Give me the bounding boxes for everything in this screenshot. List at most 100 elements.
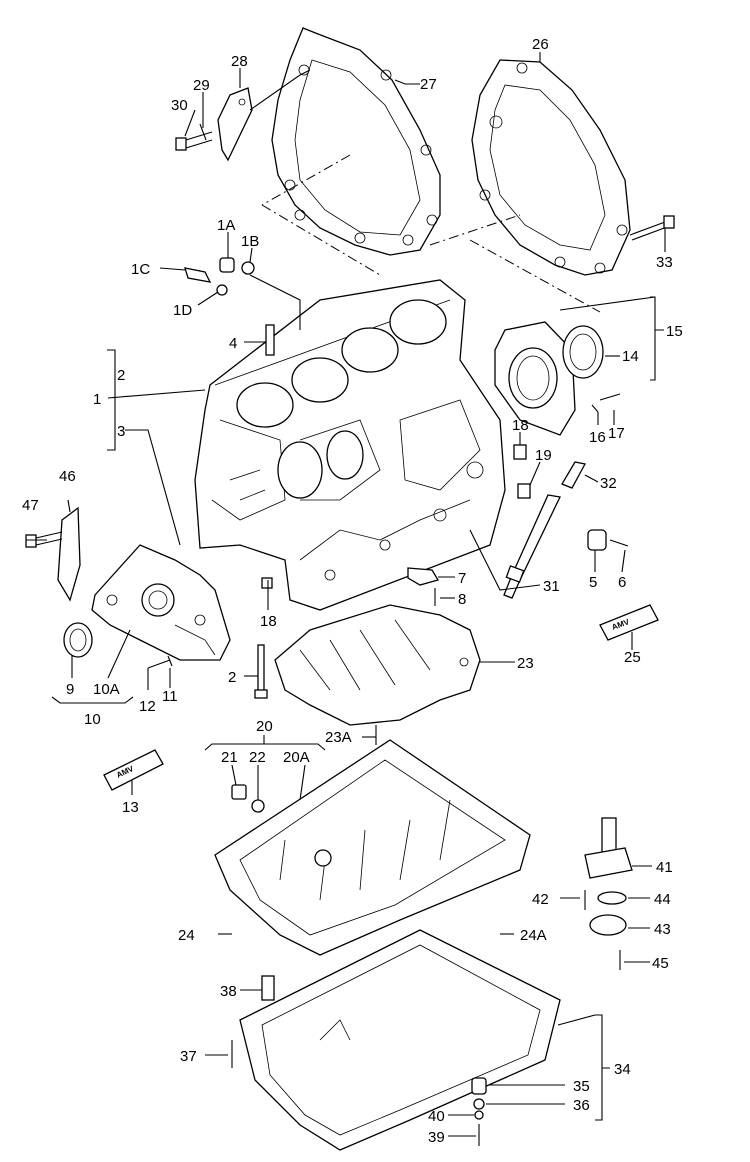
callout-2-bottom: 2 bbox=[228, 669, 236, 686]
flange-43 bbox=[589, 914, 627, 936]
bracket-28 bbox=[217, 87, 253, 162]
callout-20A: 20A bbox=[283, 749, 310, 766]
leader-lines bbox=[26, 52, 666, 1137]
callout-22: 22 bbox=[249, 749, 266, 766]
bolt-30 bbox=[175, 131, 213, 151]
callout-4: 4 bbox=[229, 335, 237, 352]
callout-24A: 24A bbox=[520, 927, 547, 944]
oil-level-sensor-41 bbox=[584, 817, 633, 879]
callout-17: 17 bbox=[608, 425, 625, 442]
bolt-6 bbox=[609, 539, 629, 547]
callout-12: 12 bbox=[139, 698, 156, 715]
callout-10: 10 bbox=[84, 711, 101, 728]
cylinder-block bbox=[194, 279, 506, 611]
drain-plug-35 bbox=[471, 1077, 487, 1095]
callout-1D: 1D bbox=[173, 302, 192, 319]
sleeve-19 bbox=[517, 483, 531, 499]
bolt-33 bbox=[629, 215, 675, 241]
drain-plug-21 bbox=[231, 784, 247, 800]
oil-pressure-sender-5 bbox=[587, 529, 607, 551]
callout-44: 44 bbox=[654, 891, 671, 908]
callout-2-top: 2 bbox=[117, 367, 125, 384]
sensor-38 bbox=[261, 975, 275, 1001]
callout-39: 39 bbox=[428, 1129, 445, 1146]
callout-31: 31 bbox=[543, 578, 560, 595]
lower-oil-pan-34 bbox=[239, 929, 561, 1151]
dipstick-cap-32 bbox=[561, 461, 586, 489]
callout-32: 32 bbox=[600, 475, 617, 492]
callout-26: 26 bbox=[532, 36, 549, 53]
callout-28: 28 bbox=[231, 53, 248, 70]
callout-38: 38 bbox=[220, 983, 237, 1000]
callout-34: 34 bbox=[614, 1061, 631, 1078]
callout-6: 6 bbox=[618, 574, 626, 591]
bolt-12 bbox=[147, 659, 171, 669]
callout-14: 14 bbox=[622, 348, 639, 365]
sleeve-18a bbox=[513, 444, 527, 460]
seal-40 bbox=[474, 1110, 484, 1120]
callout-18-top: 18 bbox=[512, 417, 529, 434]
callout-24: 24 bbox=[178, 927, 195, 944]
seal-9 bbox=[63, 622, 93, 658]
callout-29: 29 bbox=[193, 77, 210, 94]
callout-19: 19 bbox=[535, 447, 552, 464]
dowel-pin-4 bbox=[265, 324, 275, 356]
callout-25: 25 bbox=[624, 649, 641, 666]
callout-33: 33 bbox=[656, 254, 673, 271]
callout-30: 30 bbox=[171, 97, 188, 114]
callout-37: 37 bbox=[180, 1048, 197, 1065]
callout-46: 46 bbox=[59, 468, 76, 485]
callout-7: 7 bbox=[458, 570, 466, 587]
callout-labels: 27 26 28 29 30 33 1A 1B 1C 1D 4 2 1 3 15… bbox=[22, 36, 683, 1146]
callout-10A: 10A bbox=[93, 681, 120, 698]
callout-1C: 1C bbox=[131, 261, 150, 278]
bolt-17 bbox=[599, 393, 621, 401]
callout-8: 8 bbox=[458, 591, 466, 608]
callout-1B: 1B bbox=[241, 233, 259, 250]
callout-9: 9 bbox=[66, 681, 74, 698]
callout-16: 16 bbox=[589, 429, 606, 446]
callout-43: 43 bbox=[654, 921, 671, 938]
dipstick-tube-31 bbox=[503, 494, 561, 599]
callout-23A: 23A bbox=[325, 729, 352, 746]
callout-13: 13 bbox=[122, 799, 139, 816]
callout-3: 3 bbox=[117, 423, 125, 440]
bellhousing-plate-27 bbox=[271, 27, 441, 256]
callout-15: 15 bbox=[666, 323, 683, 340]
sealant-tube-13: AMV bbox=[103, 749, 164, 791]
bolt-2 bbox=[254, 644, 268, 699]
bracket-7 bbox=[407, 567, 439, 586]
callout-35: 35 bbox=[573, 1078, 590, 1095]
callout-42: 42 bbox=[532, 891, 549, 908]
callout-20: 20 bbox=[256, 718, 273, 735]
rear-seal-flange bbox=[494, 321, 576, 436]
callout-1A: 1A bbox=[217, 217, 235, 234]
bolt-47 bbox=[25, 531, 63, 548]
baffle-plate-23 bbox=[274, 604, 481, 726]
seal-22 bbox=[251, 799, 265, 813]
o-ring-44 bbox=[597, 891, 627, 905]
callout-27: 27 bbox=[420, 76, 437, 93]
callout-11: 11 bbox=[162, 688, 178, 705]
callout-36: 36 bbox=[573, 1097, 590, 1114]
callout-40: 40 bbox=[428, 1108, 445, 1125]
callout-21: 21 bbox=[221, 749, 238, 766]
seal-ring-14 bbox=[562, 325, 604, 379]
callout-45: 45 bbox=[652, 955, 669, 972]
callout-41: 41 bbox=[656, 859, 673, 876]
callout-1: 1 bbox=[93, 391, 101, 408]
sealant-tube-25: AMV bbox=[599, 604, 659, 641]
callout-18-bottom: 18 bbox=[260, 613, 277, 630]
callout-5: 5 bbox=[589, 574, 597, 591]
callout-23: 23 bbox=[517, 655, 534, 672]
oil-pressure-fittings bbox=[184, 257, 301, 330]
oil-pump-housing-10a bbox=[91, 544, 231, 661]
upper-oil-pan-20a bbox=[214, 739, 531, 956]
washer-16 bbox=[591, 404, 599, 413]
washer-11 bbox=[167, 655, 173, 667]
bellhousing-plate-26 bbox=[471, 59, 631, 276]
sleeve-18b bbox=[261, 577, 273, 589]
bracket-46 bbox=[57, 506, 81, 602]
seal-36 bbox=[473, 1098, 485, 1110]
